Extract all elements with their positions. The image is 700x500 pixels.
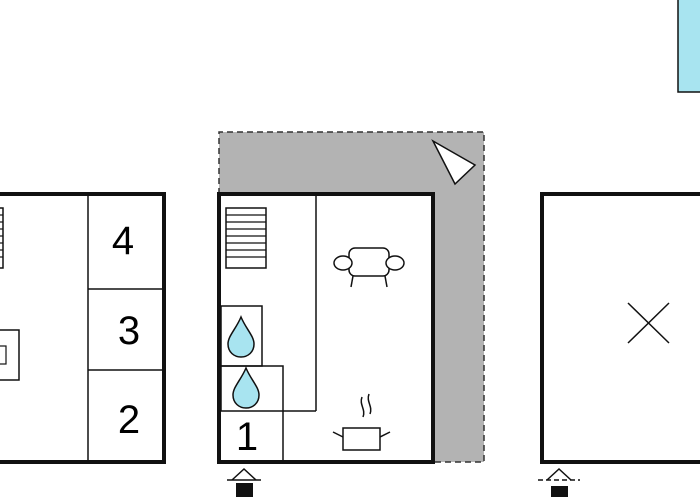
room-number-2: 2 [118, 398, 140, 442]
shower-drop-icon [232, 366, 260, 409]
room-number-4: 4 [112, 219, 134, 263]
entrance-icon [227, 467, 261, 497]
stairs-icon [0, 207, 4, 269]
sofa-icon [333, 247, 405, 288]
room-number-1: 1 [236, 415, 258, 459]
pool-legend-icon [677, 0, 700, 93]
right-floor [538, 192, 700, 497]
cooking-pot-icon [332, 393, 391, 451]
entrance-icon [538, 467, 580, 497]
north-arrow-icon [431, 139, 477, 186]
bed-icon [0, 329, 20, 381]
left-floor: 4 3 2 [0, 192, 166, 464]
empty-cross-icon [627, 302, 670, 344]
middle-floor: 1 [217, 131, 485, 497]
room-number-3: 3 [118, 309, 140, 353]
stairs-icon [225, 207, 267, 269]
bath-drop-icon [227, 315, 255, 358]
